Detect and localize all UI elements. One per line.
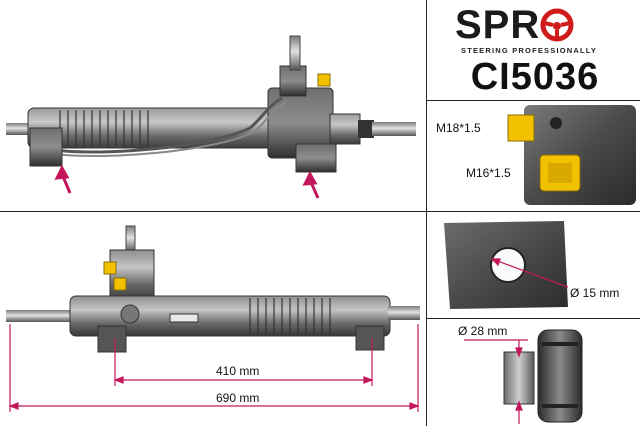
thread-label-lower: M16*1.5 [466,166,511,180]
shaft-diameter-photo [464,329,583,424]
dimension-label-inner: 410 mm [216,364,260,378]
brand-tagline: STEERING PROFESSIONALLY [461,46,598,55]
steering-wheel-icon [540,8,574,42]
dimension-label-overall: 690 mm [216,391,260,405]
frame-right-divider-lower [426,318,640,319]
frame-horizontal-divider [0,211,640,212]
mount-hole-label: Ø 15 mm [570,286,620,300]
frame-vertical-divider [426,0,427,426]
brand-logo-wordmark: SPR [455,4,574,46]
mount-hole-photo [444,221,569,309]
thread-label-upper: M18*1.5 [436,121,481,135]
mount-point-arrow-left [54,164,72,194]
brand-logo: SPR STEERING PROFESSIONALLY [455,4,615,56]
steering-rack-photo-dimensioned [6,225,420,412]
thread-fittings-photo [507,105,636,205]
part-number: CI5036 [470,56,600,98]
frame-right-divider-upper [426,100,640,101]
steering-rack-photo-top [6,35,416,199]
shaft-diameter-label: Ø 28 mm [458,324,508,338]
